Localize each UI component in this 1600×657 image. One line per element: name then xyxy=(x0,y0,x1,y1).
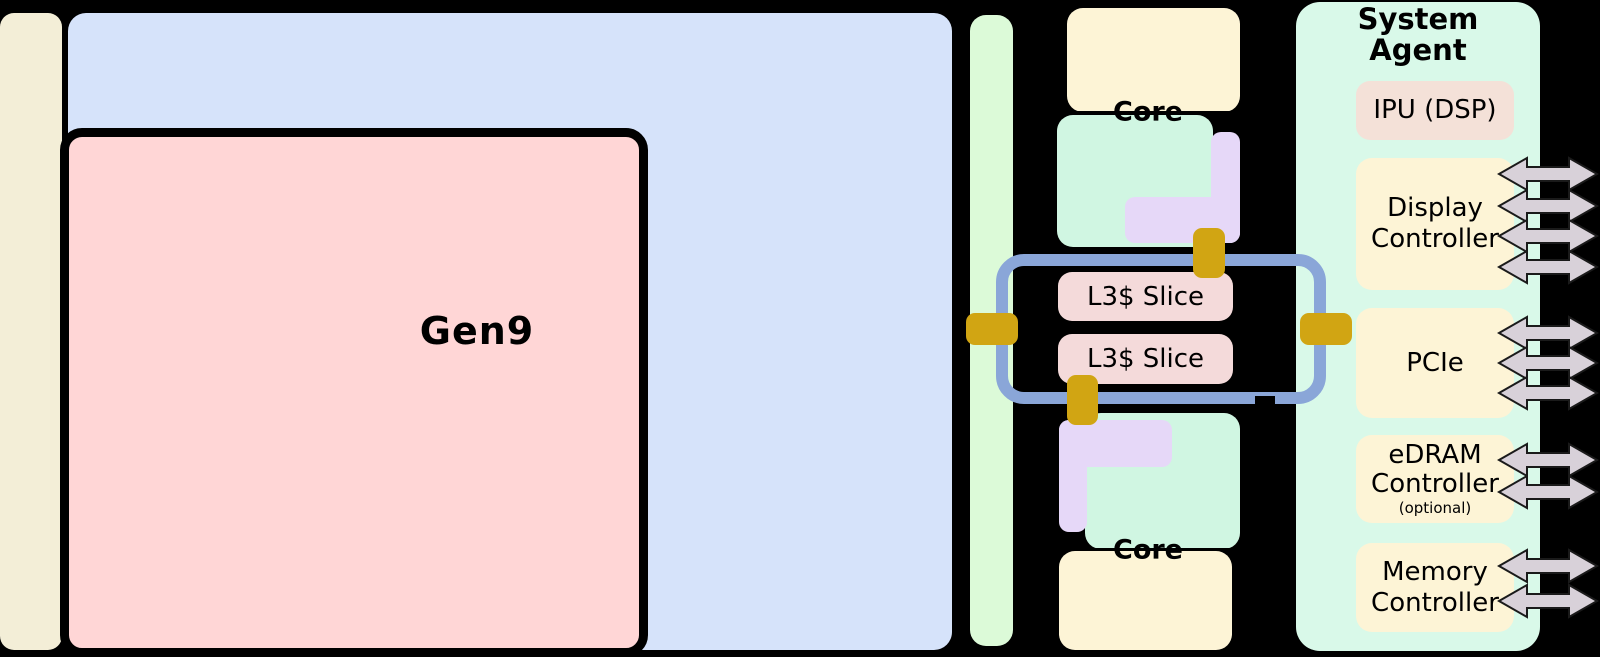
bidirectional-arrow-icon-display-controller xyxy=(1497,188,1599,224)
bidirectional-arrow-icon-display-controller xyxy=(1497,249,1599,285)
memory-controller-label-line2: Controller xyxy=(1371,587,1499,618)
gen9-label: Gen9 xyxy=(419,309,535,353)
bidirectional-arrow-icon-pcie xyxy=(1497,315,1599,351)
core-top-divider xyxy=(1067,111,1240,113)
bidirectional-arrow-icon-pcie xyxy=(1497,375,1599,411)
gen9-gpu-block xyxy=(60,128,648,657)
core-bottom-label: Core xyxy=(1113,534,1183,566)
memory-controller-block: Memory Controller xyxy=(1356,543,1514,632)
memory-controller-label-line1: Memory xyxy=(1382,556,1488,587)
edram-optional-label: (optional) xyxy=(1398,499,1472,517)
l3-slice-block: L3$ Slice xyxy=(1058,334,1233,384)
bidirectional-arrow-icon-edram-controller xyxy=(1497,442,1599,478)
l3-slice-label: L3$ Slice xyxy=(1086,281,1205,312)
core-bottom-lower-block xyxy=(1059,551,1232,650)
display-controller-block: Display Controller xyxy=(1356,158,1514,290)
bidirectional-arrow-icon-memory-controller xyxy=(1497,583,1599,619)
ipu-label: IPU (DSP) xyxy=(1373,95,1497,125)
ring-stop-connector xyxy=(1067,375,1098,425)
ring-stop-connector xyxy=(966,313,1018,345)
core-bottom-divider xyxy=(1085,548,1232,550)
ring-bus-notch xyxy=(1255,396,1275,405)
ring-stop-connector xyxy=(1193,228,1225,278)
die-edge-bar xyxy=(0,13,62,650)
system-agent-title: System Agent xyxy=(1358,4,1479,66)
core-top-upper-block xyxy=(1067,8,1240,112)
bidirectional-arrow-icon-pcie xyxy=(1497,345,1599,381)
core-top-label: Core xyxy=(1113,96,1183,128)
pcie-block: PCIe xyxy=(1356,308,1514,418)
edram-controller-block: eDRAM Controller (optional) xyxy=(1356,435,1514,523)
system-agent-title-line1: System xyxy=(1357,2,1479,36)
edram-controller-label-line2: Controller xyxy=(1371,469,1499,499)
ipu-block: IPU (DSP) xyxy=(1356,81,1514,140)
system-agent-title-line2: Agent xyxy=(1369,33,1467,67)
core-bottom-l2-block xyxy=(1059,420,1172,467)
bidirectional-arrow-icon-display-controller xyxy=(1497,218,1599,254)
ring-stop-connector xyxy=(1300,313,1352,345)
edram-controller-label-line1: eDRAM xyxy=(1388,440,1482,470)
l3-slice-label: L3$ Slice xyxy=(1086,344,1205,374)
pcie-label: PCIe xyxy=(1406,347,1464,378)
display-controller-label-line1: Display xyxy=(1387,193,1483,223)
bidirectional-arrow-icon-display-controller xyxy=(1497,156,1599,192)
l3-slice-block: L3$ Slice xyxy=(1058,272,1233,321)
bidirectional-arrow-icon-memory-controller xyxy=(1497,548,1599,584)
bidirectional-arrow-icon-edram-controller xyxy=(1497,474,1599,510)
display-controller-label-line2: Controller xyxy=(1371,224,1499,254)
